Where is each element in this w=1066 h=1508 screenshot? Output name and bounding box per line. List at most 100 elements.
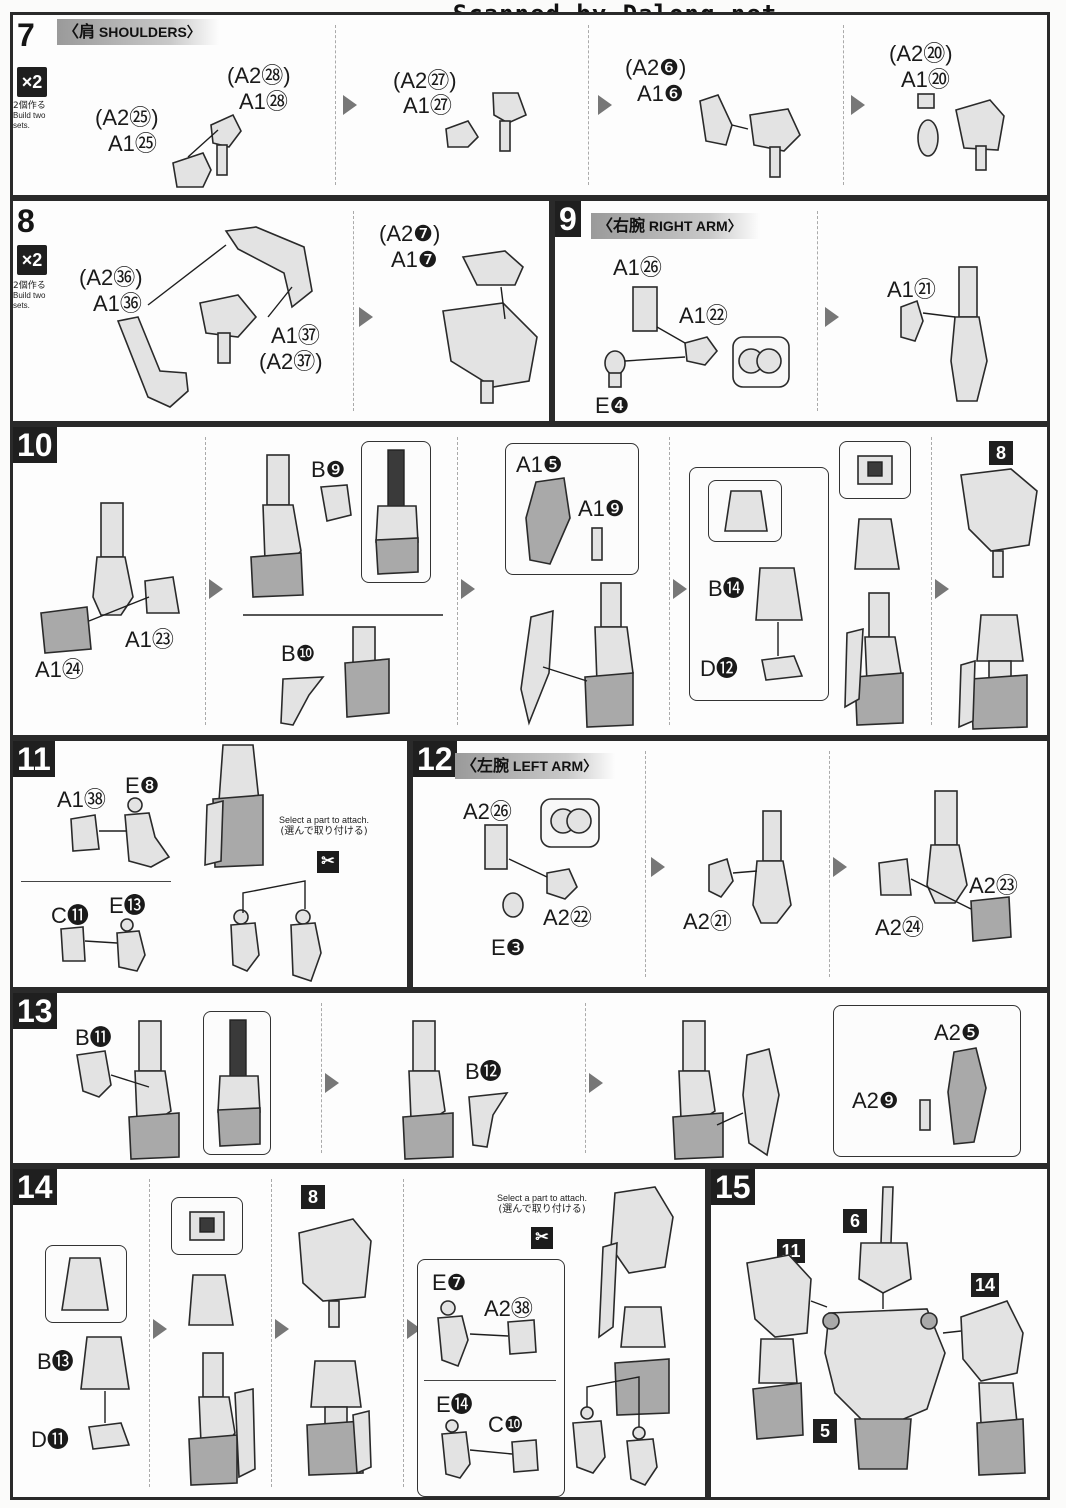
step-15-panel: 15 6 11 14 5	[708, 1166, 1050, 1500]
step-8-number: 8	[17, 203, 35, 239]
forearm-cuffed-drawing	[844, 518, 904, 726]
part-label: (A2❻)	[625, 55, 687, 80]
divider	[403, 1179, 404, 1487]
part-label: A1㉘	[239, 89, 288, 114]
step-14-number: 14	[13, 1169, 57, 1205]
next-arrow	[153, 1319, 167, 1339]
divider	[817, 211, 818, 411]
next-arrow	[359, 307, 373, 327]
nipper-icon: ✂	[317, 851, 339, 873]
shield-back-drawing	[525, 477, 603, 565]
step-7-number: 7	[17, 17, 35, 53]
shoulder-part-drawing	[699, 94, 801, 178]
step-7-panel: 7 〈肩 SHOULDERS〉 ×2 2個作る Build two sets. …	[10, 12, 1050, 198]
divider	[457, 437, 458, 725]
select-note-jp: (選んで取り付ける)	[498, 1204, 586, 1215]
detail-callout: A2❺ A2❾	[833, 1005, 1021, 1157]
arm-hand-attach-drawing	[572, 1186, 674, 1486]
part-label: (A2㊲)	[259, 349, 323, 374]
step-7-title: 〈肩 SHOULDERS〉	[57, 19, 219, 45]
next-arrow	[209, 579, 223, 599]
forearm-drawing	[402, 1020, 509, 1160]
divider	[843, 25, 844, 185]
shield-back-drawing	[919, 1047, 987, 1145]
next-arrow	[935, 579, 949, 599]
shoulder-assembled-drawing	[442, 250, 538, 404]
part-label: B❿	[281, 641, 316, 666]
part-label: A2㊳	[484, 1296, 533, 1321]
step-10-number: 10	[13, 427, 57, 463]
part-label: E⓮	[436, 1392, 473, 1417]
detail-callout: B⓮ D⓬	[689, 467, 829, 701]
part-label: B⓫	[75, 1025, 112, 1050]
divider	[205, 437, 206, 725]
select-note-en: Select a part to attach.	[497, 1193, 588, 1203]
part-label: A1㊲	[271, 323, 320, 348]
part-label: B❾	[311, 457, 346, 482]
hand-drawing	[60, 918, 146, 972]
final-assembly-drawing	[746, 1186, 1026, 1476]
step-9-number: 9	[555, 201, 581, 237]
part-label: (A2⑳)	[889, 41, 953, 66]
next-arrow	[851, 95, 865, 115]
divider	[335, 25, 336, 185]
shoulder-part-drawing	[445, 92, 528, 152]
divider	[271, 1179, 272, 1487]
select-note-jp: (選んで取り付ける)	[280, 826, 368, 837]
divider	[931, 437, 932, 725]
cuff-closeup-drawing	[724, 490, 768, 532]
part-label: C⓫	[51, 903, 89, 928]
forearm-closeup-drawing	[375, 449, 419, 575]
forearm-cuffed-drawing	[188, 1274, 256, 1486]
select-note-en: Select a part to attach.	[279, 815, 370, 825]
part-label: (A2㉕)	[95, 105, 159, 130]
part-label: A2❾	[852, 1088, 899, 1113]
forearm-closeup-drawing	[217, 1019, 261, 1147]
right-arm-upper-drawing	[604, 286, 790, 388]
divider	[669, 437, 670, 725]
part-label: A2㉓	[969, 873, 1018, 898]
shoulder-part-drawing	[172, 113, 242, 188]
step-8-qty-badge: ×2	[17, 245, 47, 275]
next-arrow	[673, 579, 687, 599]
part-label: E❽	[125, 773, 160, 798]
step-8-ref-badge: 8	[301, 1185, 325, 1209]
hand-drawing	[441, 1419, 539, 1479]
step-14-ref-badge: 14	[971, 1273, 999, 1297]
step-12-title-en: LEFT ARM〉	[512, 758, 598, 774]
step-7-qty-badge: ×2	[17, 67, 47, 97]
cuff-closeup-drawing	[61, 1257, 109, 1311]
divider	[321, 1003, 322, 1153]
detail-callout	[361, 441, 431, 583]
part-label: A1❼	[391, 247, 438, 272]
next-arrow	[651, 857, 665, 877]
forearm-with-shield-drawing	[520, 582, 634, 728]
part-label: A1㉒	[679, 303, 728, 328]
next-arrow	[461, 579, 475, 599]
divider	[588, 25, 589, 185]
step-11-panel: 11 A1㊳ E❽ C⓫ E⓭ Select a part to attach.…	[10, 738, 410, 990]
detail-callout	[45, 1245, 127, 1323]
part-label: A1❾	[578, 496, 625, 521]
part-label: A2❺	[934, 1020, 981, 1045]
part-label: E❼	[432, 1270, 467, 1295]
step-8-panel: 8 ×2 2個作る Build two sets. (A2㊱) A1㊱ A1㊲ …	[10, 198, 552, 424]
forearm-detail-drawing	[243, 454, 443, 726]
part-label: E❹	[595, 393, 630, 418]
step-8-qty-jp: 2個作る	[13, 281, 46, 291]
step-8-qty-note: 2個作る Build two sets.	[13, 281, 53, 311]
part-label: D⓬	[700, 656, 738, 681]
detail-callout	[171, 1197, 243, 1255]
part-label: A1㉖	[613, 255, 662, 280]
forearm-drawing	[40, 502, 180, 654]
step-13-number: 13	[13, 993, 57, 1029]
step-14-panel: 14 B⓭ D⓫ 8 E❼ A2㊳	[10, 1166, 708, 1500]
part-label: (A2㊱)	[79, 265, 143, 290]
left-arm-upper-drawing	[484, 798, 600, 918]
socket-closeup-drawing	[189, 1211, 225, 1241]
next-arrow	[325, 1073, 339, 1093]
part-label: A1㉕	[108, 131, 157, 156]
step-7-title-en: SHOULDERS〉	[98, 24, 201, 40]
detail-callout	[203, 1011, 271, 1155]
part-label: B⓮	[708, 576, 745, 601]
